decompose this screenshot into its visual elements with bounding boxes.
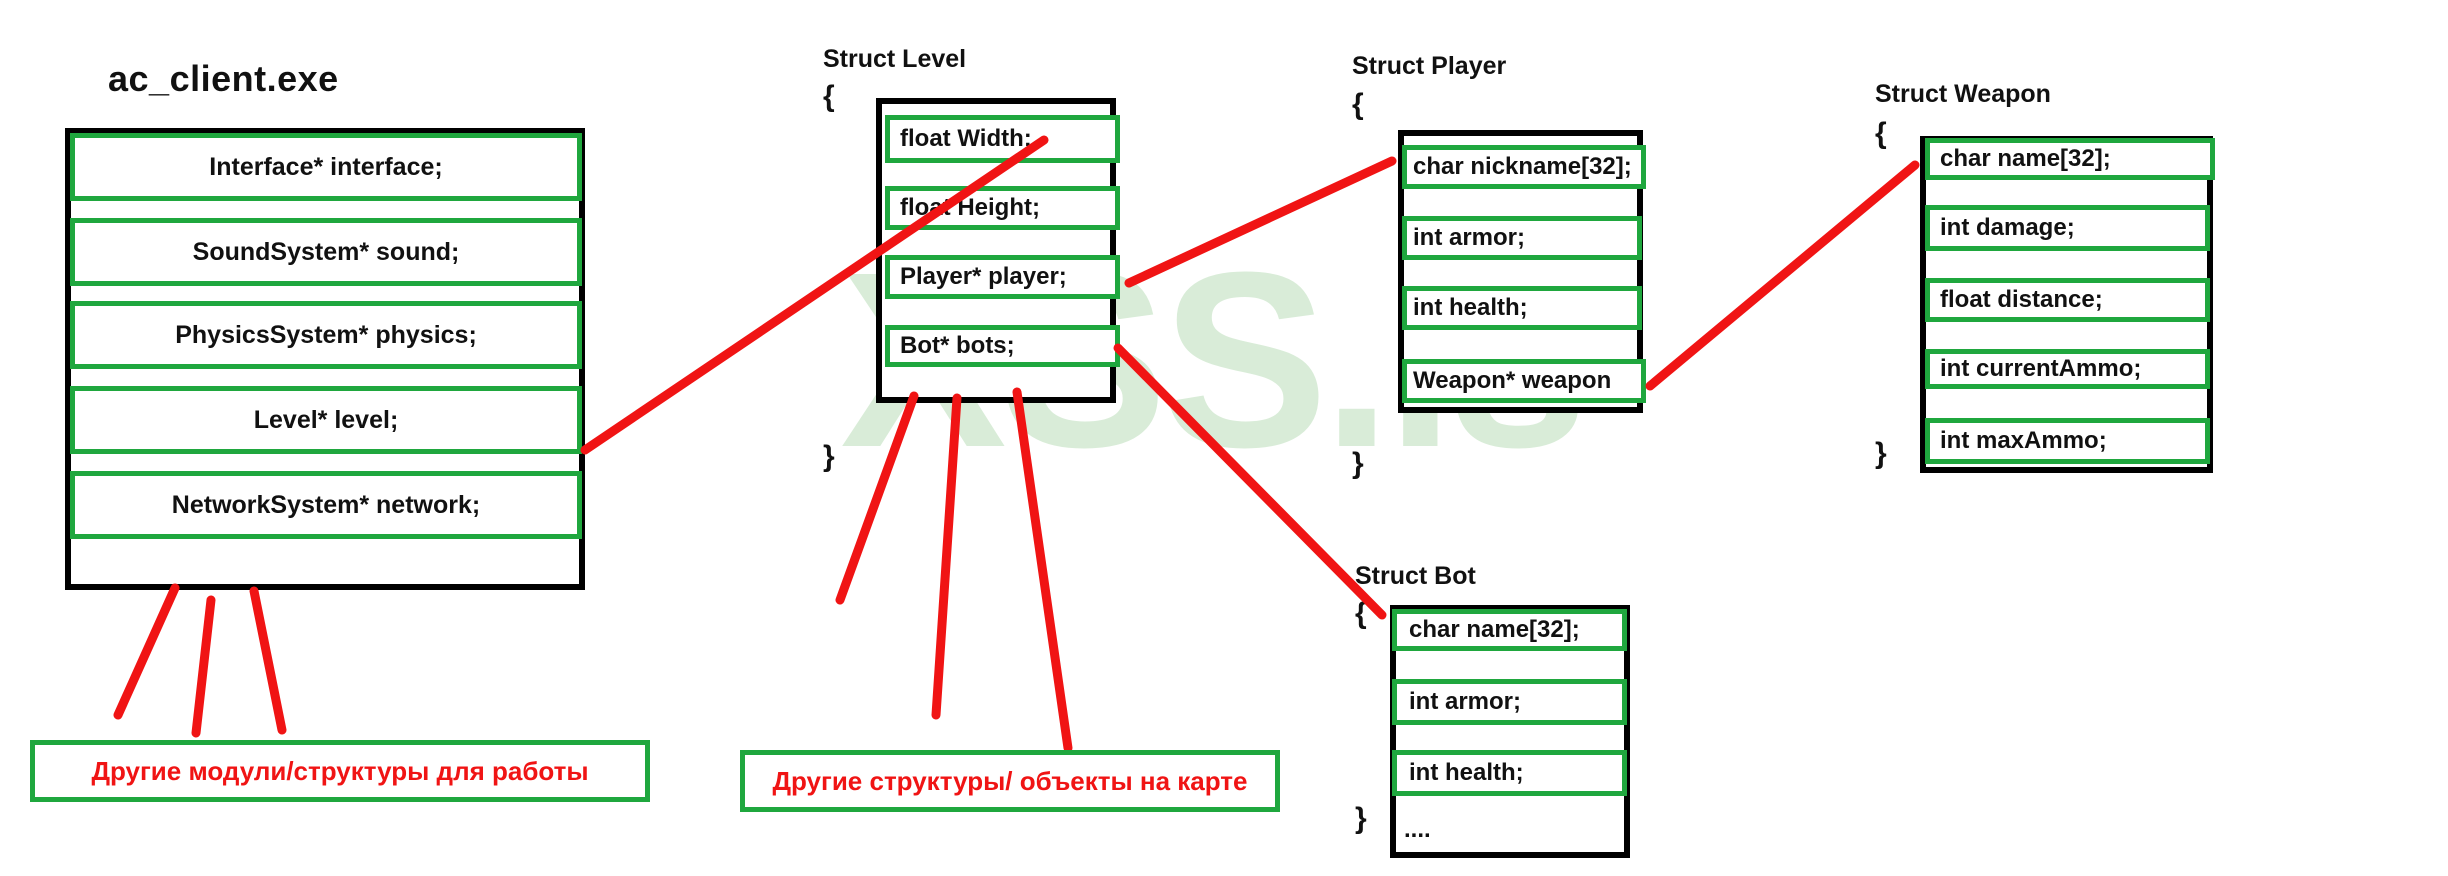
struct-level-close-brace: } [823,440,835,473]
struct-player-field-nickname[interactable]: char nickname[32]; [1402,145,1646,189]
exe-title: ac_client.exe [108,58,339,99]
struct-level-field-height[interactable]: float Height; [885,186,1120,230]
struct-level-open-brace: { [823,80,835,113]
struct-bot-field-ellipsis: .... [1404,816,1431,843]
struct-level-field-player[interactable]: Player* player; [885,255,1120,299]
connector-level-to-note-2 [931,393,962,720]
struct-weapon-title: Struct Weapon [1875,80,2051,108]
exe-field-level[interactable]: Level* level; [70,386,582,454]
struct-level-title: Struct Level [823,45,967,73]
struct-player-field-health[interactable]: int health; [1402,286,1642,330]
connector-exe-to-note-3 [249,586,287,735]
struct-level-field-bots[interactable]: Bot* bots; [885,325,1120,367]
struct-weapon-field-distance[interactable]: float distance; [1925,278,2210,322]
struct-weapon-field-maxammo[interactable]: int maxAmmo; [1925,418,2210,464]
struct-bot-open-brace: { [1355,597,1367,630]
connector-level-to-player [1124,156,1397,288]
struct-player-open-brace: { [1352,88,1364,121]
struct-player-title: Struct Player [1352,52,1507,80]
connector-level-to-note-1 [835,391,919,605]
exe-field-network[interactable]: NetworkSystem* network; [70,471,582,539]
connector-level-to-note-3 [1012,387,1073,753]
struct-player-field-armor[interactable]: int armor; [1402,216,1642,260]
struct-player-close-brace: } [1352,447,1364,480]
struct-player-field-weapon[interactable]: Weapon* weapon [1402,359,1646,403]
struct-weapon-open-brace: { [1875,117,1887,150]
struct-bot-field-name[interactable]: char name[32]; [1392,609,1627,651]
struct-level-field-width[interactable]: float Width; [885,115,1120,163]
struct-bot-title: Struct Bot [1355,562,1476,590]
struct-bot-close-brace: } [1355,802,1367,835]
exe-field-sound[interactable]: SoundSystem* sound; [70,218,582,286]
connector-level-to-bot [1113,343,1387,620]
struct-bot-field-armor[interactable]: int armor; [1392,679,1627,725]
struct-bot-field-health[interactable]: int health; [1392,750,1627,796]
note-other-modules[interactable]: Другие модули/структуры для работы [30,740,650,802]
struct-weapon-field-currentammo[interactable]: int currentAmmo; [1925,349,2210,389]
connector-player-to-weapon [1645,160,1920,391]
struct-weapon-field-damage[interactable]: int damage; [1925,205,2210,251]
exe-field-physics[interactable]: PhysicsSystem* physics; [70,301,582,369]
exe-field-interface[interactable]: Interface* interface; [70,133,582,201]
connector-exe-to-note-2 [191,595,216,738]
note-other-structures[interactable]: Другие структуры/ объекты на карте [740,750,1280,812]
struct-weapon-field-name[interactable]: char name[32]; [1925,138,2215,180]
struct-weapon-close-brace: } [1875,437,1887,470]
connector-exe-to-note-1 [113,583,180,720]
